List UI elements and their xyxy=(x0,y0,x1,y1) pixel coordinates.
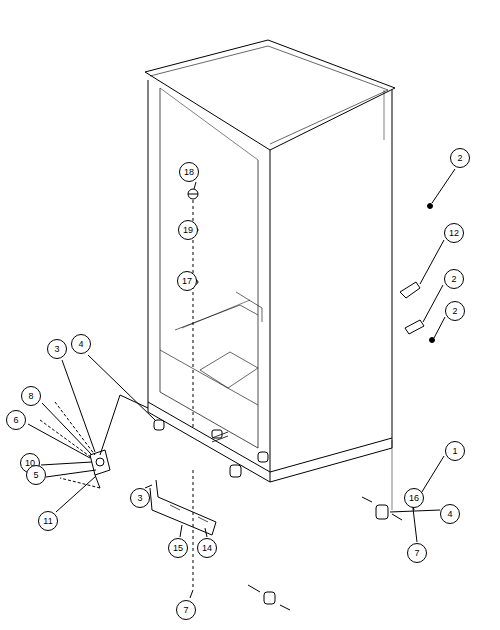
callout-number: 14 xyxy=(202,544,212,553)
callout-number: 17 xyxy=(182,277,192,286)
callout-number: 3 xyxy=(137,494,142,503)
callout-number: 4 xyxy=(78,340,83,349)
callout-circle: 7 xyxy=(176,600,196,620)
callout-circle: 4 xyxy=(71,334,91,354)
callout-circle: 18 xyxy=(179,162,199,182)
callout-number: 4 xyxy=(447,510,452,519)
callout-circle: 15 xyxy=(168,538,188,558)
callout-number: 16 xyxy=(409,494,419,503)
callout-number: 15 xyxy=(173,544,183,553)
callout-circle: 16 xyxy=(404,488,424,508)
callout-number: 11 xyxy=(43,517,52,526)
callout-circle: 1 xyxy=(445,441,465,461)
callout-number: 6 xyxy=(13,416,18,425)
callout-number: 1 xyxy=(452,447,457,456)
callout-circle: 3 xyxy=(47,339,67,359)
callout-circle: 11 xyxy=(38,511,58,531)
callout-number: 8 xyxy=(28,392,33,401)
callout-circle: 2 xyxy=(444,269,464,289)
callout-number: 3 xyxy=(54,345,59,354)
callout-number: 2 xyxy=(451,275,456,284)
callout-circle: 8 xyxy=(21,386,41,406)
callout-number: 2 xyxy=(452,307,457,316)
callout-circle: 6 xyxy=(6,410,26,430)
callout-circle: 5 xyxy=(26,465,46,485)
callout-number: 7 xyxy=(183,606,188,615)
callout-circle: 7 xyxy=(407,543,427,563)
callout-number: 12 xyxy=(449,229,459,238)
callout-circle: 3 xyxy=(130,488,150,508)
callout-number: 18 xyxy=(184,168,194,177)
callout-circle: 4 xyxy=(440,504,460,524)
callout-number: 19 xyxy=(183,226,193,235)
callout-number: 7 xyxy=(414,549,419,558)
callout-circle: 17 xyxy=(177,271,197,291)
callout-circle: 12 xyxy=(444,223,464,243)
callout-circle: 2 xyxy=(450,148,470,168)
callout-circle: 2 xyxy=(445,301,465,321)
callout-number: 2 xyxy=(457,154,462,163)
callout-number: 5 xyxy=(33,471,38,480)
callout-circle: 19 xyxy=(178,220,198,240)
callout-circle: 14 xyxy=(197,538,217,558)
